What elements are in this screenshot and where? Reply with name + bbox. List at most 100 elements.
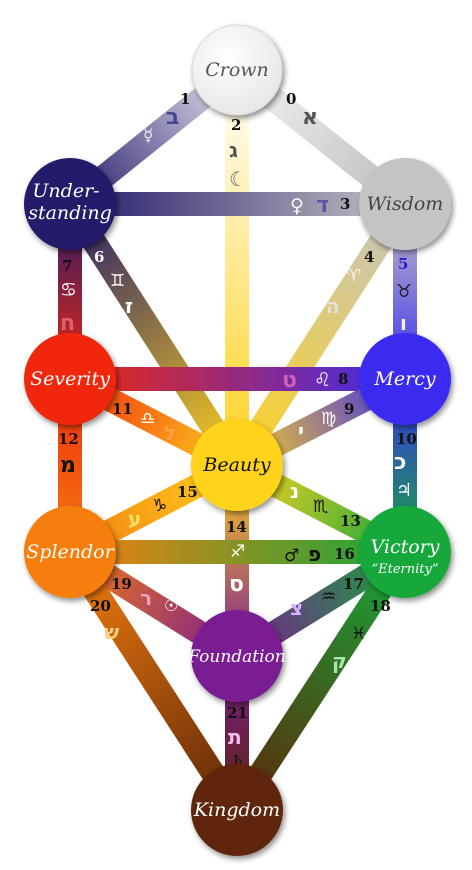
sephirah-splendor	[24, 506, 116, 598]
path-letter-19: ר	[140, 586, 152, 610]
path-symbol-19: ☉	[164, 596, 178, 615]
path-symbol-14: ♐	[230, 542, 245, 562]
wisdom-circle	[359, 158, 451, 250]
beauty-label: Beauty	[202, 454, 270, 476]
mercy-circle	[359, 333, 451, 425]
path-letter-1: ב	[166, 105, 179, 130]
understanding-label-line1: Under-	[32, 180, 99, 202]
path-number-8: 8	[338, 370, 348, 388]
path-letter-14: ס	[229, 572, 244, 597]
path-number-5: 5	[398, 255, 408, 273]
path-symbol-7: ♋	[60, 279, 77, 301]
path-number-20: 20	[90, 597, 111, 615]
path-letter-18: ק	[332, 649, 347, 673]
splendor-label: Splendor	[26, 541, 115, 563]
splendor-circle	[24, 506, 116, 598]
sephirah-wisdom	[359, 158, 451, 250]
path-letter-9: י	[298, 419, 304, 443]
understanding-label-line2: standing	[28, 202, 112, 224]
severity-label: Severity	[30, 368, 110, 390]
path-symbol-2: ☾	[229, 167, 247, 191]
path-number-21: 21	[227, 704, 248, 722]
path-number-13: 13	[340, 512, 361, 530]
path-letter-17: צ	[290, 596, 303, 620]
path-number-15: 15	[177, 483, 198, 501]
path-number-2: 2	[231, 116, 241, 134]
foundation-label: Foundation	[187, 647, 285, 667]
kingdom-circle	[191, 764, 283, 856]
path-symbol-18: ♓	[351, 624, 366, 644]
crown-label: Crown	[205, 59, 269, 81]
path-number-6: 6	[94, 248, 104, 266]
victory-label: Victory	[371, 536, 440, 558]
path-symbol-9: ♍	[321, 409, 336, 429]
path-bar-wisdom-beauty	[226, 197, 416, 472]
path-symbol-4: ♈	[346, 266, 361, 286]
sephirah-crown	[191, 24, 283, 116]
path-letter-10: כ	[394, 450, 406, 475]
path-number-9: 9	[344, 400, 354, 418]
understanding-circle	[24, 158, 116, 250]
path-symbol-13: ♏	[313, 497, 328, 517]
path-symbol-10: ♃	[396, 480, 412, 501]
path-number-10: 10	[396, 430, 417, 448]
path-letter-6: ז	[125, 294, 133, 318]
beauty-circle	[191, 419, 283, 511]
path-number-3: 3	[340, 195, 350, 213]
foundation-circle	[191, 610, 283, 702]
victory-sublabel: “Eternity”	[371, 562, 438, 577]
path-letter-20: ש	[104, 620, 119, 644]
path-symbol-17: ♒	[321, 587, 336, 607]
path-symbol-8: ♌	[314, 369, 331, 391]
sephirah-severity	[24, 333, 116, 425]
wisdom-label: Wisdom	[367, 193, 444, 215]
path-number-4: 4	[364, 248, 374, 266]
sephirah-beauty	[191, 419, 283, 511]
path-letter-15: ע	[128, 507, 141, 531]
path-letter-2: ג	[229, 138, 238, 162]
path-number-17: 17	[343, 575, 364, 593]
path-bar-understanding-beauty	[59, 197, 248, 472]
path-symbol-16: ♂	[284, 546, 299, 566]
path-letter-4: ה	[326, 294, 340, 318]
path-number-16: 16	[334, 545, 355, 563]
path-symbol-3: ♀	[290, 195, 304, 217]
path-letter-21: ת	[228, 725, 242, 749]
sephirot: Crown Wisdom Under- standing Mercy Sever…	[24, 24, 451, 856]
path-number-19: 19	[111, 575, 132, 593]
mercy-label: Mercy	[373, 368, 435, 390]
path-letter-0: א	[302, 105, 318, 130]
path-symbol-6: ♊	[110, 271, 125, 291]
crown-circle	[191, 24, 283, 116]
kingdom-label: Kingdom	[193, 799, 280, 821]
path-letter-12: מ	[60, 453, 76, 478]
path-letter-11: ל	[164, 421, 176, 445]
sephirah-foundation	[191, 610, 283, 702]
path-labels: 0 א 1 ב ☿ 2 ג ☾ ♀ ד 3 4 ♈ ה 5 ♉ ו 6 ♊ ז …	[58, 90, 417, 770]
path-number-7: 7	[62, 257, 72, 275]
path-number-14: 14	[226, 518, 247, 536]
path-symbol-11: ♎	[140, 409, 155, 429]
path-number-12: 12	[58, 430, 79, 448]
sephirah-mercy	[359, 333, 451, 425]
path-letter-3: ד	[316, 193, 329, 218]
path-number-18: 18	[370, 597, 391, 615]
path-symbol-20: 🜂	[120, 659, 121, 661]
path-symbol-5: ♉	[396, 281, 412, 302]
path-number-11: 11	[112, 400, 133, 418]
path-bar-splendor-kingdom	[59, 545, 248, 817]
path-symbol-15: ♑	[152, 496, 167, 516]
path-number-0: 0	[286, 90, 296, 108]
path-number-1: 1	[180, 90, 190, 108]
path-symbol-1: ☿	[143, 126, 153, 146]
severity-circle	[24, 333, 116, 425]
path-letter-13: נ	[290, 479, 299, 503]
path-letter-5: ו	[400, 311, 407, 335]
path-letter-16: פ	[308, 542, 321, 566]
path-bar-victory-kingdom	[226, 545, 416, 817]
path-letter-8: ט	[282, 368, 297, 393]
path-letter-7: ח	[60, 311, 75, 336]
victory-circle	[359, 506, 451, 598]
sephirah-victory	[359, 506, 451, 598]
